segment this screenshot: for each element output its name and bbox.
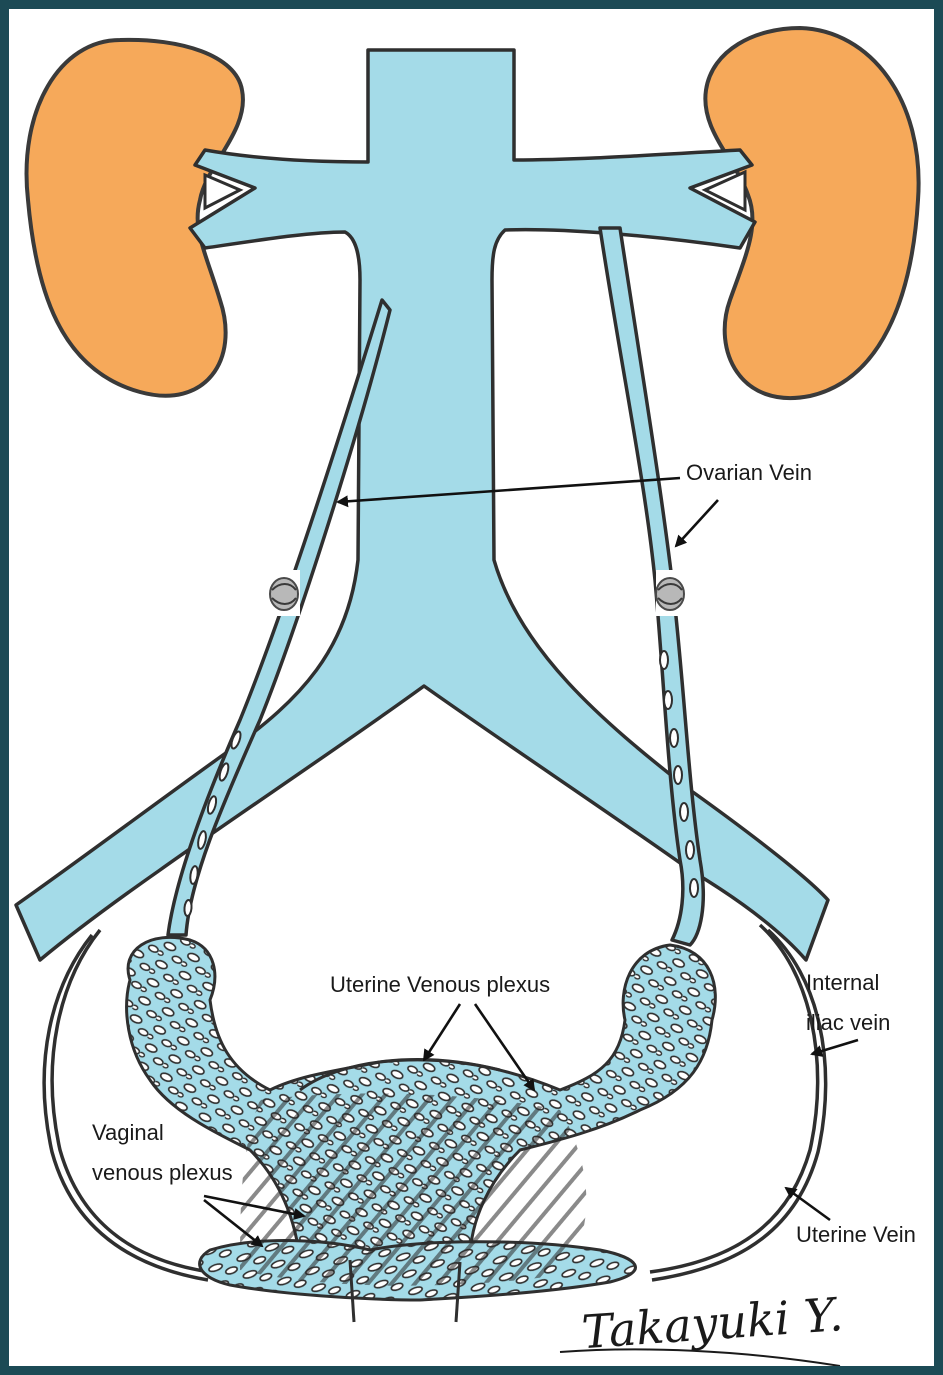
internal-iliac-label-line2: iliac vein (806, 1010, 890, 1035)
uterine-plexus-arrow-left (424, 1004, 460, 1060)
uterine-venous-plexus-label: Uterine Venous plexus (330, 972, 550, 997)
internal-iliac-label-line1: Internal (806, 970, 879, 995)
venous-anatomy-diagram: Ovarian Vein Uterine Venous plexus Inter… (9, 9, 934, 1366)
vaginal-label-line1: Vaginal (92, 1120, 164, 1145)
ovarian-right-arrow (676, 500, 718, 546)
valve-icon (270, 570, 300, 616)
ovarian-vein-label: Ovarian Vein (686, 460, 812, 485)
internal-iliac-arrow (812, 1040, 858, 1054)
diagram-frame: Ovarian Vein Uterine Venous plexus Inter… (9, 9, 934, 1366)
hatch-overlay (240, 1093, 586, 1285)
vaginal-label-line2: venous plexus (92, 1160, 233, 1185)
uterine-vein-label: Uterine Vein (796, 1222, 916, 1247)
artist-signature: Takayuki Y. (580, 1287, 845, 1359)
valve-icon (656, 570, 686, 616)
